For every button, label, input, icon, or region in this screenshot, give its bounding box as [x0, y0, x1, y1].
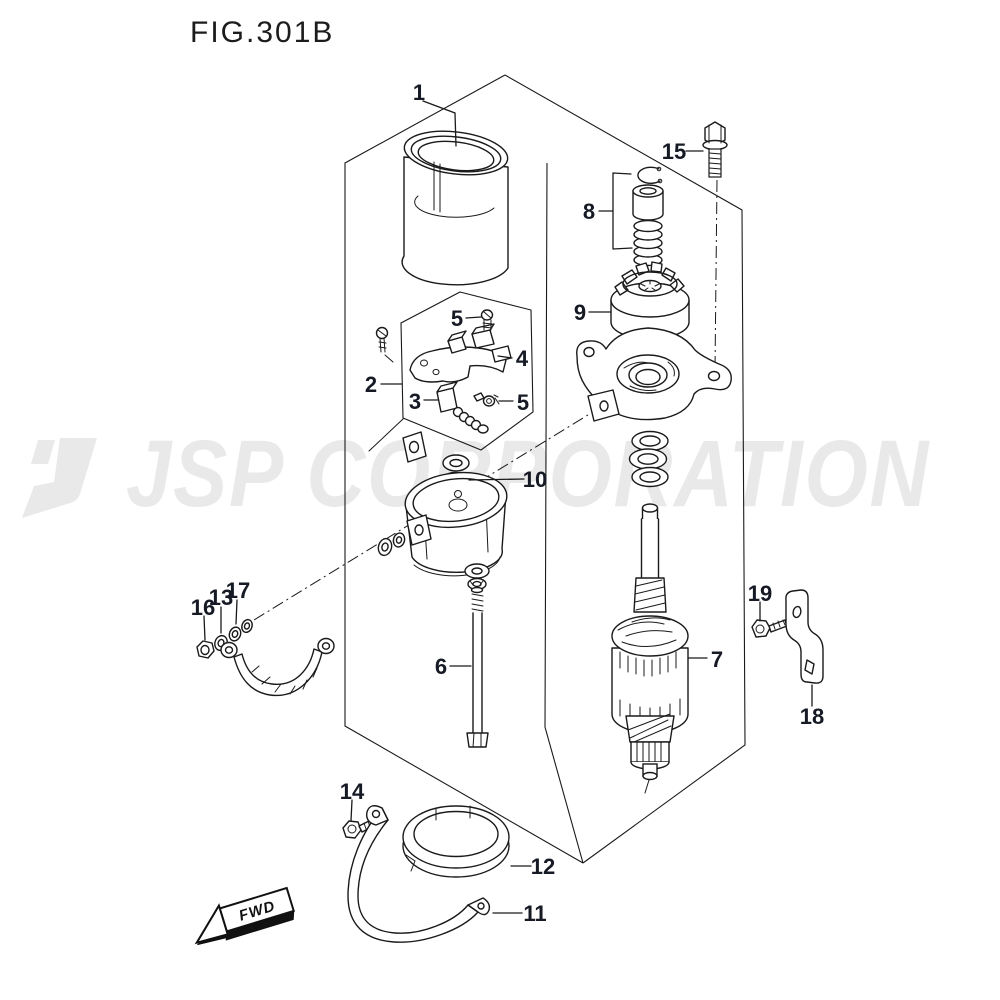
brush-plate	[409, 323, 512, 383]
mounting-bracket	[785, 589, 824, 684]
brush-screw-top	[480, 309, 494, 331]
washer-17	[228, 626, 242, 642]
pinion-gear	[610, 261, 690, 340]
callout-3: 3	[409, 389, 421, 414]
callout-leader-lines	[203, 100, 813, 914]
callout-12: 12	[531, 854, 555, 879]
callout-5-top: 5	[451, 306, 463, 331]
callout-10: 10	[523, 467, 547, 492]
figure-title: FIG.301B	[190, 16, 334, 49]
terminal-washers	[377, 532, 406, 557]
end-cap	[404, 471, 508, 577]
fwd-direction-arrow: FWD	[194, 886, 295, 946]
callout-8: 8	[583, 199, 595, 224]
flange-bolt	[702, 121, 728, 178]
assembly-screw	[375, 326, 394, 363]
watermark: JSP CORPORATION	[22, 421, 930, 527]
callout-5-bottom: 5	[517, 390, 529, 415]
fwd-arrow-head-icon	[194, 903, 229, 945]
through-bolt	[466, 586, 489, 748]
callout-18: 18	[800, 704, 824, 729]
terminal-nut-plate	[402, 431, 427, 463]
exploded-view-panels	[344, 74, 746, 864]
housing-cylinder	[401, 130, 509, 286]
flat-washer	[464, 563, 490, 579]
callout-4: 4	[516, 346, 529, 371]
brush-screw-bottom	[473, 392, 500, 407]
spring-washer	[241, 618, 253, 634]
callout-19: 19	[748, 581, 772, 606]
bracket-bolt	[751, 619, 788, 638]
mounting-flange	[576, 327, 732, 422]
callout-16: 16	[191, 595, 215, 620]
terminal-nut	[196, 640, 215, 659]
callout-14: 14	[340, 779, 365, 804]
callout-9: 9	[574, 300, 586, 325]
callout-13: 13	[209, 585, 233, 610]
clamp-strap	[347, 805, 491, 943]
snap-ring	[637, 166, 663, 184]
callout-2: 2	[365, 372, 377, 397]
brush-with-lead	[436, 381, 489, 434]
callout-11: 11	[523, 901, 546, 926]
callout-7: 7	[711, 647, 723, 672]
spacer-bushing	[632, 184, 664, 221]
callout-6: 6	[435, 654, 447, 679]
callout-labels: 1 2 3 4 5 5 6 7 8 9 10 11 12 13 14 15 16…	[191, 80, 824, 926]
callout-1: 1	[413, 80, 425, 105]
thrust-washers	[628, 430, 669, 488]
armature	[611, 503, 689, 781]
pinion-spring	[633, 219, 663, 267]
battery-cable	[220, 637, 335, 697]
clamp-band	[402, 805, 510, 878]
callout-15: 15	[662, 139, 686, 164]
watermark-text: JSP CORPORATION	[126, 421, 930, 527]
brush-holder-assembly-box	[400, 291, 534, 451]
callout-17: 17	[226, 578, 250, 603]
jsp-logo-icon	[22, 438, 97, 518]
